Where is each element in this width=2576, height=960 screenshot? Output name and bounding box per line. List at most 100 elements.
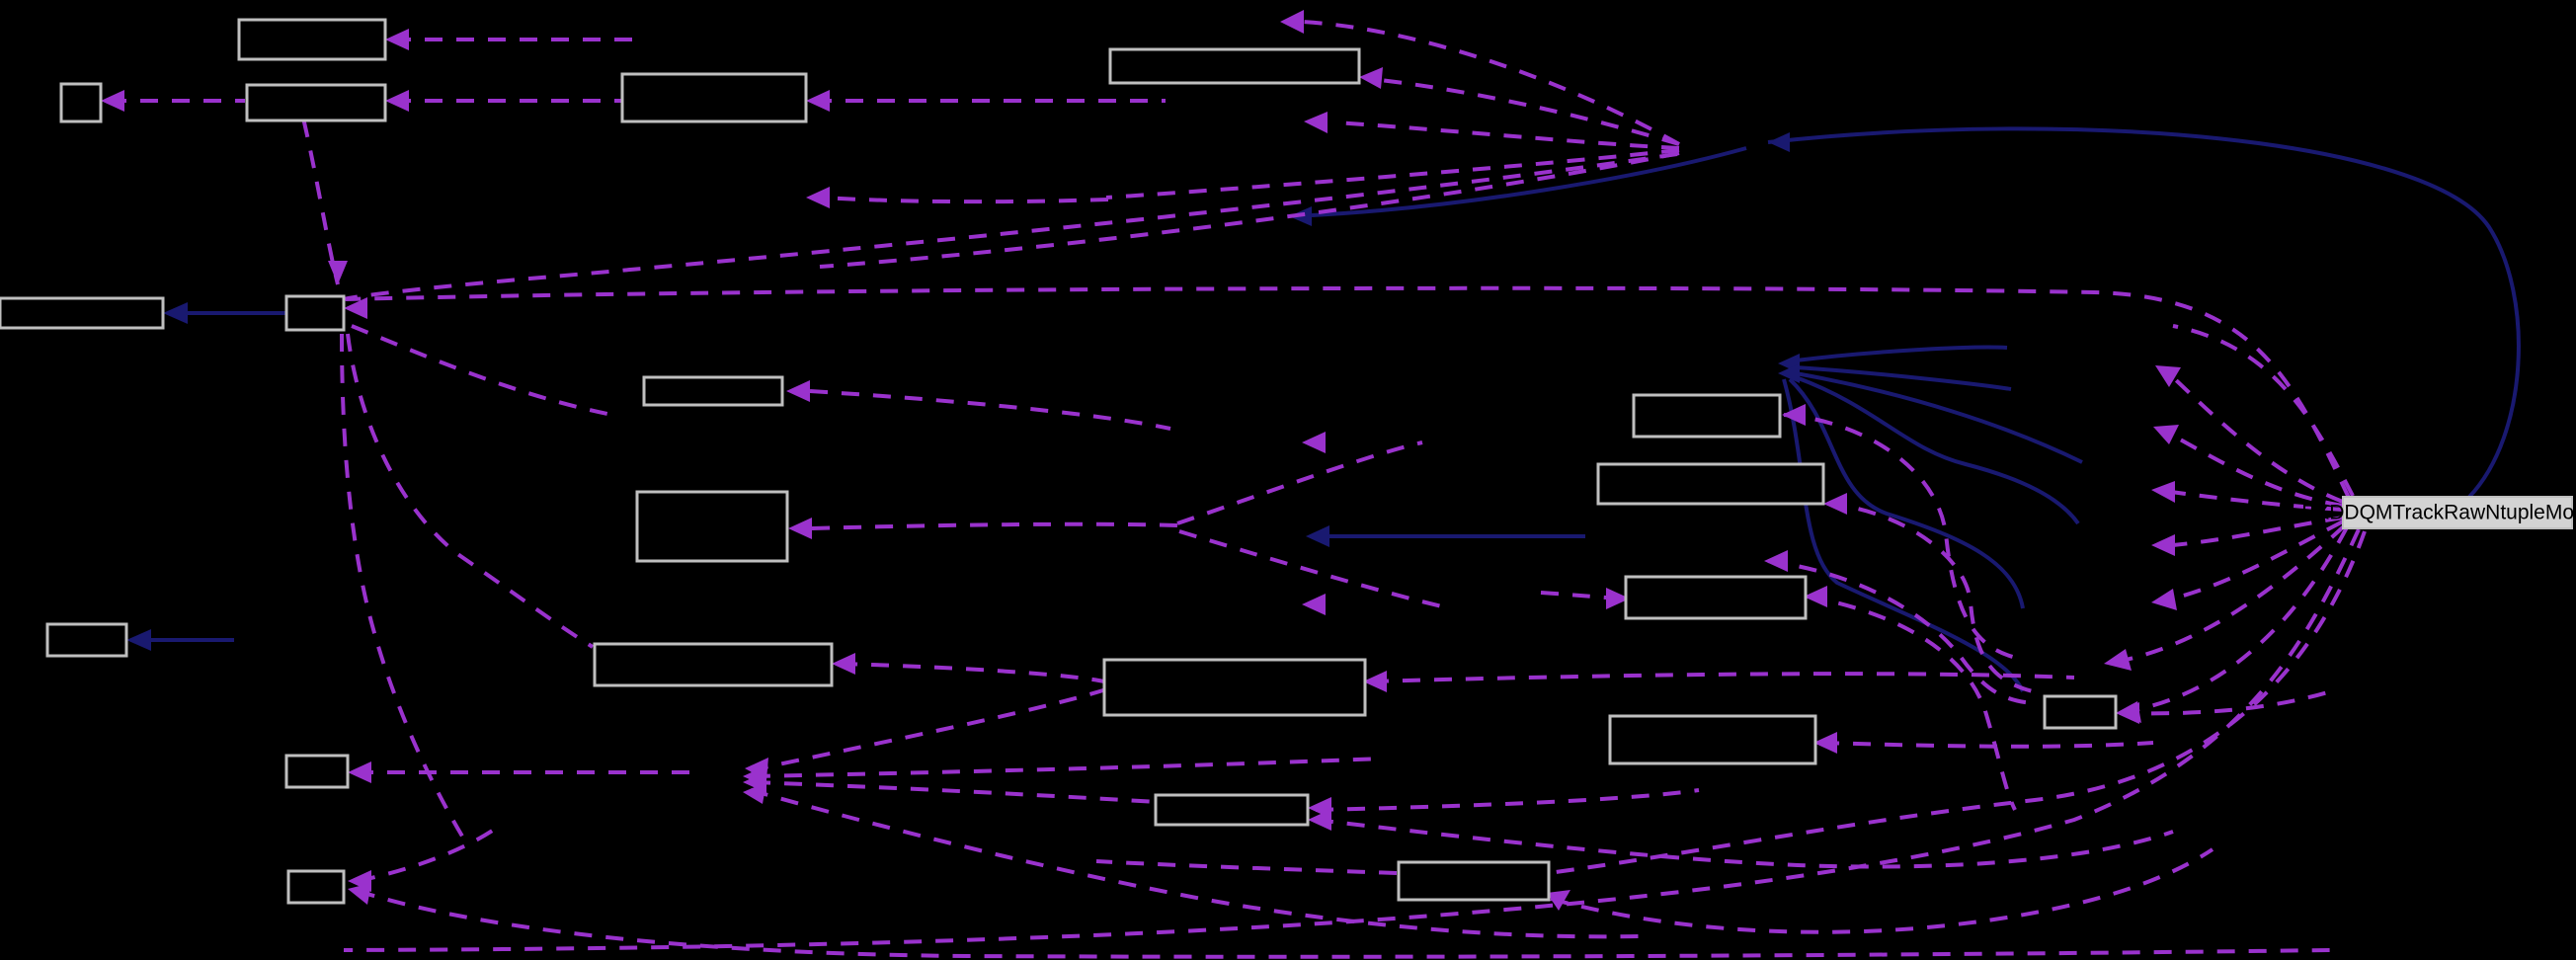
node-box[interactable] <box>284 294 346 332</box>
graph-node[interactable] <box>1624 575 1808 620</box>
graph-node[interactable] <box>1632 393 1782 439</box>
arrow-head-icon <box>786 380 810 402</box>
arrow-head-icon <box>2104 649 2132 671</box>
graph-node[interactable] <box>1596 462 1825 506</box>
inherit-edge <box>1795 375 2080 525</box>
usage-edge <box>2171 375 2344 504</box>
usage-edge-group <box>0 10 2367 959</box>
arrow-head-icon <box>2151 534 2175 556</box>
usage-edge <box>2119 689 2332 716</box>
usage-edge <box>1370 77 1680 146</box>
inherit-edge <box>1767 126 2521 499</box>
node-box[interactable] <box>642 375 784 407</box>
arrow-head-icon <box>2151 481 2175 503</box>
node-box[interactable] <box>1154 793 1310 827</box>
graph-node[interactable] <box>0 296 165 330</box>
arrow-head-icon <box>101 90 124 112</box>
arrow-head-icon <box>344 297 367 319</box>
focus-node-label: PXDDQMTrackRawNtupleModule <box>2301 502 2576 524</box>
node-box[interactable] <box>1624 575 1808 620</box>
node-box[interactable] <box>1632 393 1782 439</box>
node-box[interactable] <box>286 869 346 905</box>
graph-node[interactable] <box>237 18 387 61</box>
arrow-head-icon <box>1359 67 1383 89</box>
node-box[interactable] <box>1108 47 1361 85</box>
graph-node[interactable] <box>284 754 350 789</box>
usage-edge <box>343 528 2361 952</box>
arrow-head-icon <box>348 761 371 783</box>
usage-edge <box>811 521 1178 530</box>
node-box[interactable] <box>1397 860 1551 902</box>
usage-edge <box>351 324 613 417</box>
node-box[interactable] <box>635 490 789 563</box>
arrow-head-icon <box>2155 365 2181 387</box>
node-box[interactable] <box>1608 714 1817 765</box>
node-box[interactable] <box>593 642 834 687</box>
graph-node[interactable] <box>1397 860 1551 902</box>
usage-edge <box>1105 148 1680 200</box>
arrow-head-icon <box>1304 112 1328 133</box>
usage-edge <box>2125 523 2347 662</box>
graph-node[interactable] <box>286 869 346 905</box>
inherit-edge <box>1782 378 2025 692</box>
node-box[interactable] <box>1596 462 1825 506</box>
node-box[interactable] <box>620 72 808 123</box>
node-box[interactable] <box>59 82 103 123</box>
graph-node[interactable] <box>642 375 784 407</box>
graph-node[interactable] <box>1108 47 1361 85</box>
usage-edge <box>1176 440 1423 525</box>
usage-edge <box>839 662 1105 683</box>
arrow-head-icon <box>832 653 855 675</box>
node-box[interactable] <box>284 754 350 789</box>
graph-node[interactable] <box>1608 714 1817 765</box>
arrow-head-icon <box>2153 425 2179 444</box>
inherit-edge <box>1795 371 2083 464</box>
usage-edge <box>343 152 1678 301</box>
usage-edge <box>1095 859 1398 875</box>
graph-node[interactable] <box>1102 658 1367 717</box>
usage-edge <box>1767 559 2036 705</box>
focus-node-group[interactable]: PXDDQMTrackRawNtupleModule <box>2301 496 2576 529</box>
graph-node[interactable] <box>1154 793 1310 827</box>
inherit-edge <box>1311 146 1747 217</box>
graph-node[interactable] <box>635 490 789 563</box>
node-box[interactable] <box>0 296 165 330</box>
node-box[interactable] <box>2043 694 2118 730</box>
usage-edge <box>821 196 1109 204</box>
usage-edge <box>2115 526 2349 715</box>
arrow-head-icon <box>743 782 766 804</box>
arrow-head-icon <box>1764 550 1788 572</box>
arrow-head-icon <box>385 29 409 50</box>
arrow-head-icon <box>1606 588 1630 609</box>
arrow-head-icon <box>1823 493 1847 515</box>
usage-edge <box>2172 324 2355 497</box>
graph-node[interactable] <box>593 642 834 687</box>
graph-node[interactable] <box>2043 694 2118 730</box>
node-box[interactable] <box>1102 658 1367 717</box>
arrow-head-icon <box>2151 589 2177 610</box>
node-box[interactable] <box>45 622 128 658</box>
usage-edge <box>752 757 1384 778</box>
graph-node[interactable] <box>620 72 808 123</box>
arrow-head-icon <box>1306 525 1329 547</box>
inherit-edge-group <box>126 126 2521 692</box>
graph-node[interactable] <box>59 82 103 123</box>
focus-node-box[interactable] <box>2342 496 2573 529</box>
usage-edge <box>1402 530 2367 889</box>
usage-edge <box>1178 529 1443 608</box>
graph-node[interactable] <box>245 83 387 122</box>
arrow-head-icon <box>348 883 371 905</box>
arrow-head-icon <box>2116 702 2139 724</box>
node-box[interactable] <box>245 83 387 122</box>
graph-node[interactable] <box>45 622 128 658</box>
usage-edge <box>1332 120 1680 150</box>
arrow-head-icon <box>1778 363 1800 383</box>
usage-edge <box>750 687 1107 772</box>
graph-node[interactable] <box>284 294 346 332</box>
node-box[interactable] <box>237 18 387 61</box>
usage-edge <box>1826 502 2034 693</box>
usage-edge <box>1783 413 2026 662</box>
arrow-head-icon <box>163 302 188 324</box>
